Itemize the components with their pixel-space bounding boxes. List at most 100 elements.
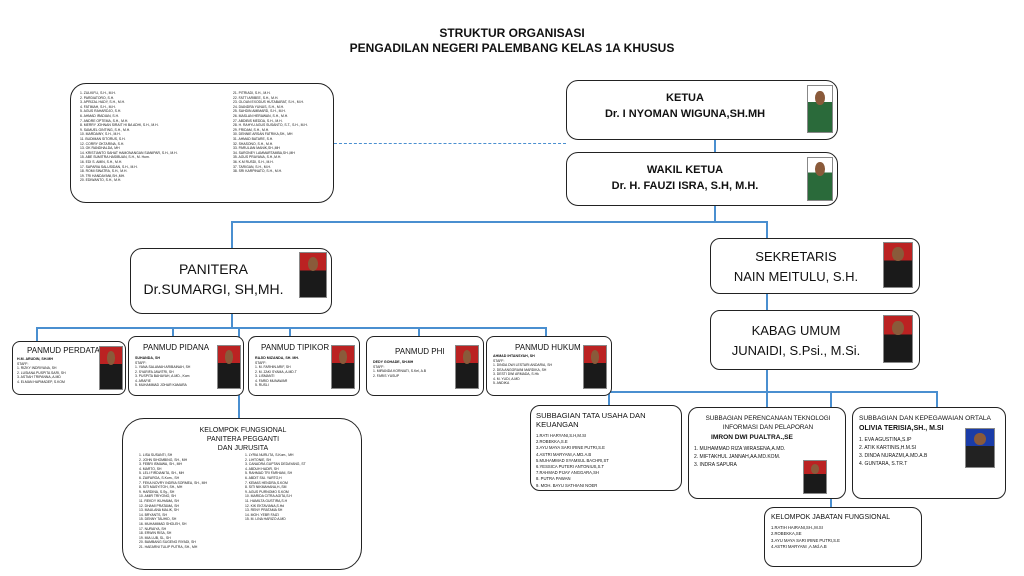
panmud-perdata-box: PANMUD PERDATA H.M. ARUDIN, SH.MH STAFF:…	[12, 341, 126, 395]
connector-to-tu	[608, 391, 610, 405]
connector-to-pidana	[172, 327, 174, 337]
list-item: 3. DINDA NURAZMI,A.MD.A.B	[859, 453, 928, 459]
staff-line: 2. DEA ANGGRAINI MARDIKA, SH	[493, 367, 547, 372]
list-item: 9. HARDINA, S.Sy., SH	[139, 489, 175, 494]
list-item: 12. DHAMI PRATAMA, SH	[139, 503, 180, 508]
panmud-pidana-photo	[217, 345, 241, 389]
list-item: 31. AHMAD BATARE, S.H.	[233, 136, 274, 141]
connector-kabag-down	[766, 370, 768, 392]
list-item: 28. H. RAHYU AGUS SUSANTO, S.T., S.H., M…	[233, 123, 308, 128]
connector-panitera-down	[231, 314, 233, 328]
list-item: 19. TRI HANDAYANI,SH.,MH.	[80, 173, 126, 178]
list-item: 3. APRIZAL HADY, S.H., M.H.	[80, 100, 126, 105]
list-item: 10. MARDAINY, S.H., M.H.	[80, 132, 121, 137]
list-item: 10. AMIR TRIYONO, SH	[139, 494, 176, 499]
list-item: 2.ROBEKKA,S.E	[536, 439, 568, 445]
list-item: 2. MIFTAKHUL JANNAH,AA.MD.KOM.	[694, 454, 781, 460]
chart-title: STRUKTUR ORGANISASI	[439, 26, 585, 40]
staff-line: 5. RUSLI	[255, 383, 269, 388]
subbagian-ptip-head: IMRON DWI PUALTRA.,SE	[711, 434, 793, 441]
list-item: 16. EDI S. AMIN, S.H., M.H.	[80, 159, 123, 164]
list-item: 3.AYU MAYA SARI IRINE PUTRI,S.E	[771, 537, 840, 543]
subbagian-tu-title: SUBBAGIAN TATA USAHA DAN KEUANGAN	[536, 411, 646, 429]
list-item: 4. GUNTARA, S.TR.T	[859, 461, 908, 467]
list-item: 4. MARTO, SH	[139, 466, 162, 471]
ketua-label: KETUA	[666, 92, 704, 104]
ketua-box: KETUA Dr. I NYOMAN WIGUNA,SH.MH	[566, 80, 838, 140]
list-item: 14. MOH. YEBR FAIZI	[245, 512, 279, 517]
list-item: 6. ZAIFAROA, S.Kom., SH	[139, 475, 180, 480]
kabag-umum-box: KABAG UMUM JUNAIDI, S.Psi., M.Si.	[710, 310, 920, 370]
kelompok-panitera-title3: DAN JURUSITA	[217, 445, 269, 452]
staff-line: 1. YANA SALAMAH ARIBAINAH, SH	[135, 365, 191, 370]
list-item: 8. SITI NIKMAHANA,H.,SM	[245, 485, 287, 490]
list-item: 2. PARDIATORO, S.H.	[80, 95, 115, 100]
staff-line: STAFF:	[255, 361, 267, 365]
list-item: 6. AHMAD IRADIAN, S.H.	[80, 113, 120, 118]
panmud-perdata-photo	[99, 346, 123, 390]
panmud-hukum-title: PANMUD HUKUM	[515, 343, 581, 352]
staff-line: 5. ANDIKA	[493, 381, 510, 386]
subbagian-ptip-items: 1. MUHAMMAD RIZA WIRASENA,A.MD. 2. MIFTAK…	[694, 445, 804, 469]
panitera-name: Dr.SUMARGI, SH,MH.	[143, 281, 284, 297]
staff-line: 2. M. ZAKI SYAMA, A.MD.T	[255, 369, 297, 374]
panmud-tipikor-title: PANMUD TIPIKOR	[261, 343, 330, 352]
connector-to-ptip	[766, 391, 768, 407]
list-item: 34. SARONEY LAMMARTAMBA,SH.,MH	[233, 150, 295, 155]
list-item: 13. OK RANDHALDA, MH	[80, 146, 120, 151]
connector-to-kepeg	[936, 391, 938, 407]
list-item: 5. RAHMAD TRI FARHANI, SH	[245, 471, 293, 476]
list-item: 4. ABDUH HADIR, SH	[245, 466, 279, 471]
connector-to-tipikor	[289, 327, 291, 337]
list-item: 1. ZULKIFLI, S.H., M.H.	[80, 91, 116, 95]
staff-line: 4. M. YUDI, A.MD	[493, 376, 520, 381]
connector-ketua-wakil	[714, 140, 716, 152]
list-item: 19. MIA LUB, SL, SH	[139, 535, 171, 540]
subbagian-kepegawaian-head: OLIVIA TERISIA,SH., M.SI	[859, 425, 944, 432]
list-item: 5. AGUS RAHARDJO, S.H.	[80, 109, 122, 114]
list-item: 3. INDRA SAPURA	[694, 462, 737, 468]
connector-panmud-horizontal	[36, 327, 546, 329]
staff-line: 1. M. FARHIN ARIF, SH	[255, 365, 291, 370]
ketua-name: Dr. I NYOMAN WIGUNA,SH.MH	[604, 108, 766, 120]
staff-line: 2. SYARIFA JAWITRI, SH	[135, 369, 174, 374]
list-item: 17. NURAIYA, SH	[139, 526, 167, 531]
list-item: 13. MAULANA MALIK, SH	[139, 508, 179, 513]
list-item: 37. TARIGAN, S.H., M.H.	[233, 164, 271, 169]
kelompok-jabatan-fungsional-box: KELOMPOK JABATAN FUNGSIONAL 1.RATIH HAIR…	[764, 507, 922, 567]
list-item: 17. SAPARIA SALUSIDAN, S.H., M.H.	[80, 164, 138, 169]
wakil-ketua-box: WAKIL KETUA Dr. H. FAUZI ISRA, S.H, M.H.	[566, 152, 838, 206]
wakil-ketua-label: WAKIL KETUA	[646, 164, 724, 176]
list-item: 29. FRIDAM, S.H., M.H.	[233, 127, 270, 132]
staff-line: 3. LISMANTI	[255, 374, 275, 379]
panmud-perdata-staff: STAFF: 1. RIZKY INDRIYANA, SH 2. LUSIANA…	[17, 362, 66, 384]
staff-line: 4. FARID MUNAWAR	[255, 378, 288, 383]
connector-to-hukum	[545, 327, 547, 341]
list-item: 9. SAMUEL GINTING, S.H., M.H.	[80, 127, 131, 132]
connector-hakim-ketua	[334, 143, 566, 144]
list-item: 13. RENY PRATAMA SH	[245, 508, 283, 513]
list-item: 14. BRYANTS, SH	[139, 512, 167, 517]
list-item: 4.ASTRI MARYANI ,A.Md.A.B	[771, 544, 827, 550]
list-item: 5.MUHAMMAD SYAMSUL BACHRI,ST	[536, 457, 609, 463]
connector-to-perdata	[36, 327, 38, 341]
staff-line: 1. MIRANDA KORNIATI, S.Kel, A.B	[373, 369, 427, 374]
list-item: 27. ABDIBIS MEDDA, S.H., M.H.	[233, 118, 283, 123]
panitera-photo	[299, 252, 327, 298]
staff-line: STAFF:	[17, 362, 29, 366]
hakim-list-col1: 1. ZULKIFLI, S.H., M.H.2. PARDIATORO, S.…	[80, 91, 210, 183]
list-item: 11. REKDY IKUHAMA, SH	[139, 498, 180, 503]
list-item: 21. PITRIADI, S.H., M.H.	[233, 91, 271, 95]
list-item: 9. MOH. BAYU SATHIANI NOER	[536, 482, 598, 488]
panmud-hukum-name: AHMAD IHTANSYAH, SH	[493, 354, 535, 358]
kelompok-panitera-title: KELOMPOK FUNGSIONAL	[199, 427, 287, 434]
list-item: 1. MUHAMMAD RIZA WIRASENA,A.MD.	[694, 446, 786, 452]
list-item: 7.RAHMAD PIJAY ANGGARA,SH	[536, 470, 599, 476]
list-item: 22. FATTI ARIBEE, S.H., M.H.	[233, 95, 279, 100]
list-item: 24. DIANDRA YUNUS, S.H., M.H.	[233, 104, 284, 109]
kelompok-jabatan-title: KELOMPOK JABATAN FUNGSIONAL	[771, 514, 891, 521]
